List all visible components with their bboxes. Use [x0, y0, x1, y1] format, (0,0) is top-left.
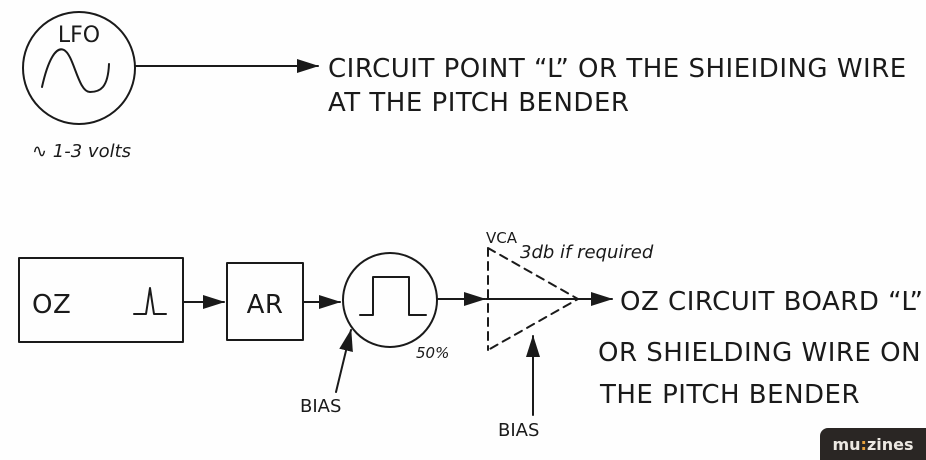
watermark-colon: : [860, 434, 867, 454]
top-destination-line1: CIRCUIT POINT “L” OR THE SHIEIDING WIRE [328, 54, 907, 84]
ar-box [226, 262, 304, 341]
square-pulse-icon [359, 276, 427, 316]
oz-box [18, 257, 184, 343]
bias-label-2: BIAS [498, 420, 539, 441]
comparator-circle [342, 252, 438, 348]
bias-label-1: BIAS [300, 396, 341, 417]
vca-label: VCA [486, 229, 518, 247]
oz-label: OZ [32, 290, 71, 320]
pulse-spike-icon [133, 287, 167, 315]
bias-arrow-1 [335, 329, 353, 393]
bottom-destination-line1: OZ CIRCUIT BOARD “L” [620, 287, 923, 317]
lfo-block: LFO [22, 11, 136, 125]
ar-label: AR [247, 290, 284, 320]
bottom-destination-line2: OR SHIELDING WIRE ON [598, 338, 921, 368]
lfo-amplitude-note: ∿ 1-3 volts [32, 141, 131, 162]
sine-wave-icon [41, 48, 110, 93]
duty-cycle-label: 50% [416, 344, 449, 362]
watermark-suffix: zines [866, 434, 914, 454]
ar-block: AR [226, 262, 304, 341]
comparator-block [342, 252, 438, 348]
oz-block: OZ [18, 257, 184, 343]
lfo-label: LFO [58, 23, 100, 48]
bottom-destination-line3: THE PITCH BENDER [599, 380, 860, 410]
watermark-prefix: mu [832, 434, 861, 454]
top-destination-line2: AT THE PITCH BENDER [328, 88, 629, 118]
lfo-circle [22, 11, 136, 125]
muzines-watermark[interactable]: mu:zines [820, 428, 926, 460]
vca-note: 3db if required [520, 242, 654, 263]
